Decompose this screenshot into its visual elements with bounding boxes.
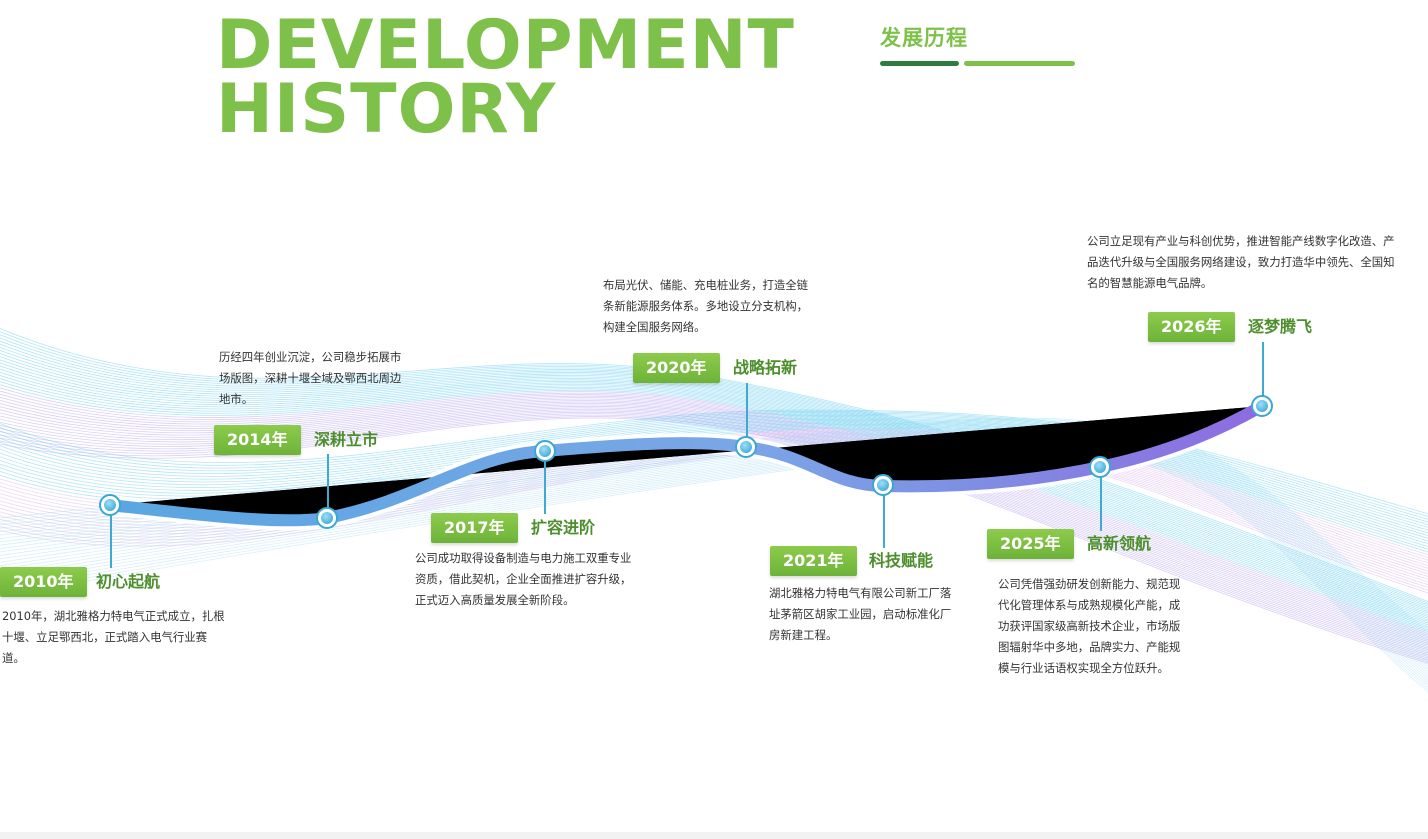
milestone-title-2025: 高新领航 bbox=[1087, 534, 1152, 553]
milestone-title-2014: 深耕立市 bbox=[314, 430, 379, 449]
year-badge-2014: 2014年 bbox=[214, 425, 301, 455]
timeline-node-2010 bbox=[99, 494, 121, 516]
stem-2026 bbox=[1262, 342, 1264, 398]
timeline-node-2020 bbox=[735, 436, 757, 458]
milestone-title-2021: 科技赋能 bbox=[869, 551, 934, 570]
timeline-node-2021 bbox=[872, 474, 894, 496]
stem-2014 bbox=[327, 454, 329, 510]
year-badge-2025: 2025年 bbox=[987, 529, 1074, 559]
year-badge-2010: 2010年 bbox=[0, 567, 87, 597]
page-title: DEVELOPMENT HISTORY bbox=[216, 6, 795, 149]
milestone-desc-2010: 2010年，湖北雅格力特电气正式成立，扎根十堰、立足鄂西北，正式踏入电气行业赛道… bbox=[2, 609, 225, 665]
timeline-node-2025 bbox=[1089, 456, 1111, 478]
milestone-desc-2025: 公司凭借强劲研发创新能力、规范现代化管理体系与成熟规模化产能，成功获评国家级高新… bbox=[998, 577, 1181, 675]
stem-2020 bbox=[746, 383, 748, 439]
timeline-node-2014 bbox=[316, 507, 338, 529]
stem-2010 bbox=[110, 512, 112, 568]
milestone-desc-2017: 公司成功取得设备制造与电力施工双重专业资质，借此契机，企业全面推进扩容升级，正式… bbox=[415, 551, 632, 607]
year-badge-2017: 2017年 bbox=[431, 513, 518, 543]
year-badge-2021: 2021年 bbox=[770, 546, 857, 576]
stem-2025 bbox=[1100, 476, 1102, 531]
milestone-title-2020: 战略拓新 bbox=[733, 358, 798, 377]
footer-strip bbox=[0, 832, 1428, 839]
milestone-desc-2014: 历经四年创业沉淀，公司稳步拓展市场版图，深耕十堰全域及鄂西北周边地市。 bbox=[219, 350, 402, 406]
milestone-title-2010: 初心起航 bbox=[96, 572, 161, 591]
title-line-1: DEVELOPMENT bbox=[216, 6, 795, 85]
chinese-title: 发展历程 bbox=[880, 26, 968, 50]
year-badge-2026: 2026年 bbox=[1148, 312, 1235, 342]
milestone-desc-2021: 湖北雅格力特电气有限公司新工厂落址茅箭区胡家工业园，启动标准化厂房新建工程。 bbox=[769, 586, 952, 642]
timeline-node-2017 bbox=[534, 440, 556, 462]
stem-2021 bbox=[883, 494, 885, 548]
title-underline-dark bbox=[880, 61, 959, 66]
title-line-2: HISTORY bbox=[216, 70, 557, 149]
milestone-title-2026: 逐梦腾飞 bbox=[1248, 317, 1313, 336]
year-badge-2020: 2020年 bbox=[633, 353, 720, 383]
milestone-desc-2020: 布局光伏、储能、充电桩业务，打造全链条新能源服务体系。多地设立分支机构，构建全国… bbox=[603, 278, 809, 334]
milestone-desc-2026: 公司立足现有产业与科创优势，推进智能产线数字化改造、产品迭代升级与全国服务网络建… bbox=[1087, 234, 1395, 290]
timeline-node-2026 bbox=[1251, 395, 1273, 417]
title-underline-light bbox=[964, 61, 1075, 66]
stem-2017 bbox=[544, 459, 546, 514]
milestone-title-2017: 扩容进阶 bbox=[531, 518, 596, 537]
